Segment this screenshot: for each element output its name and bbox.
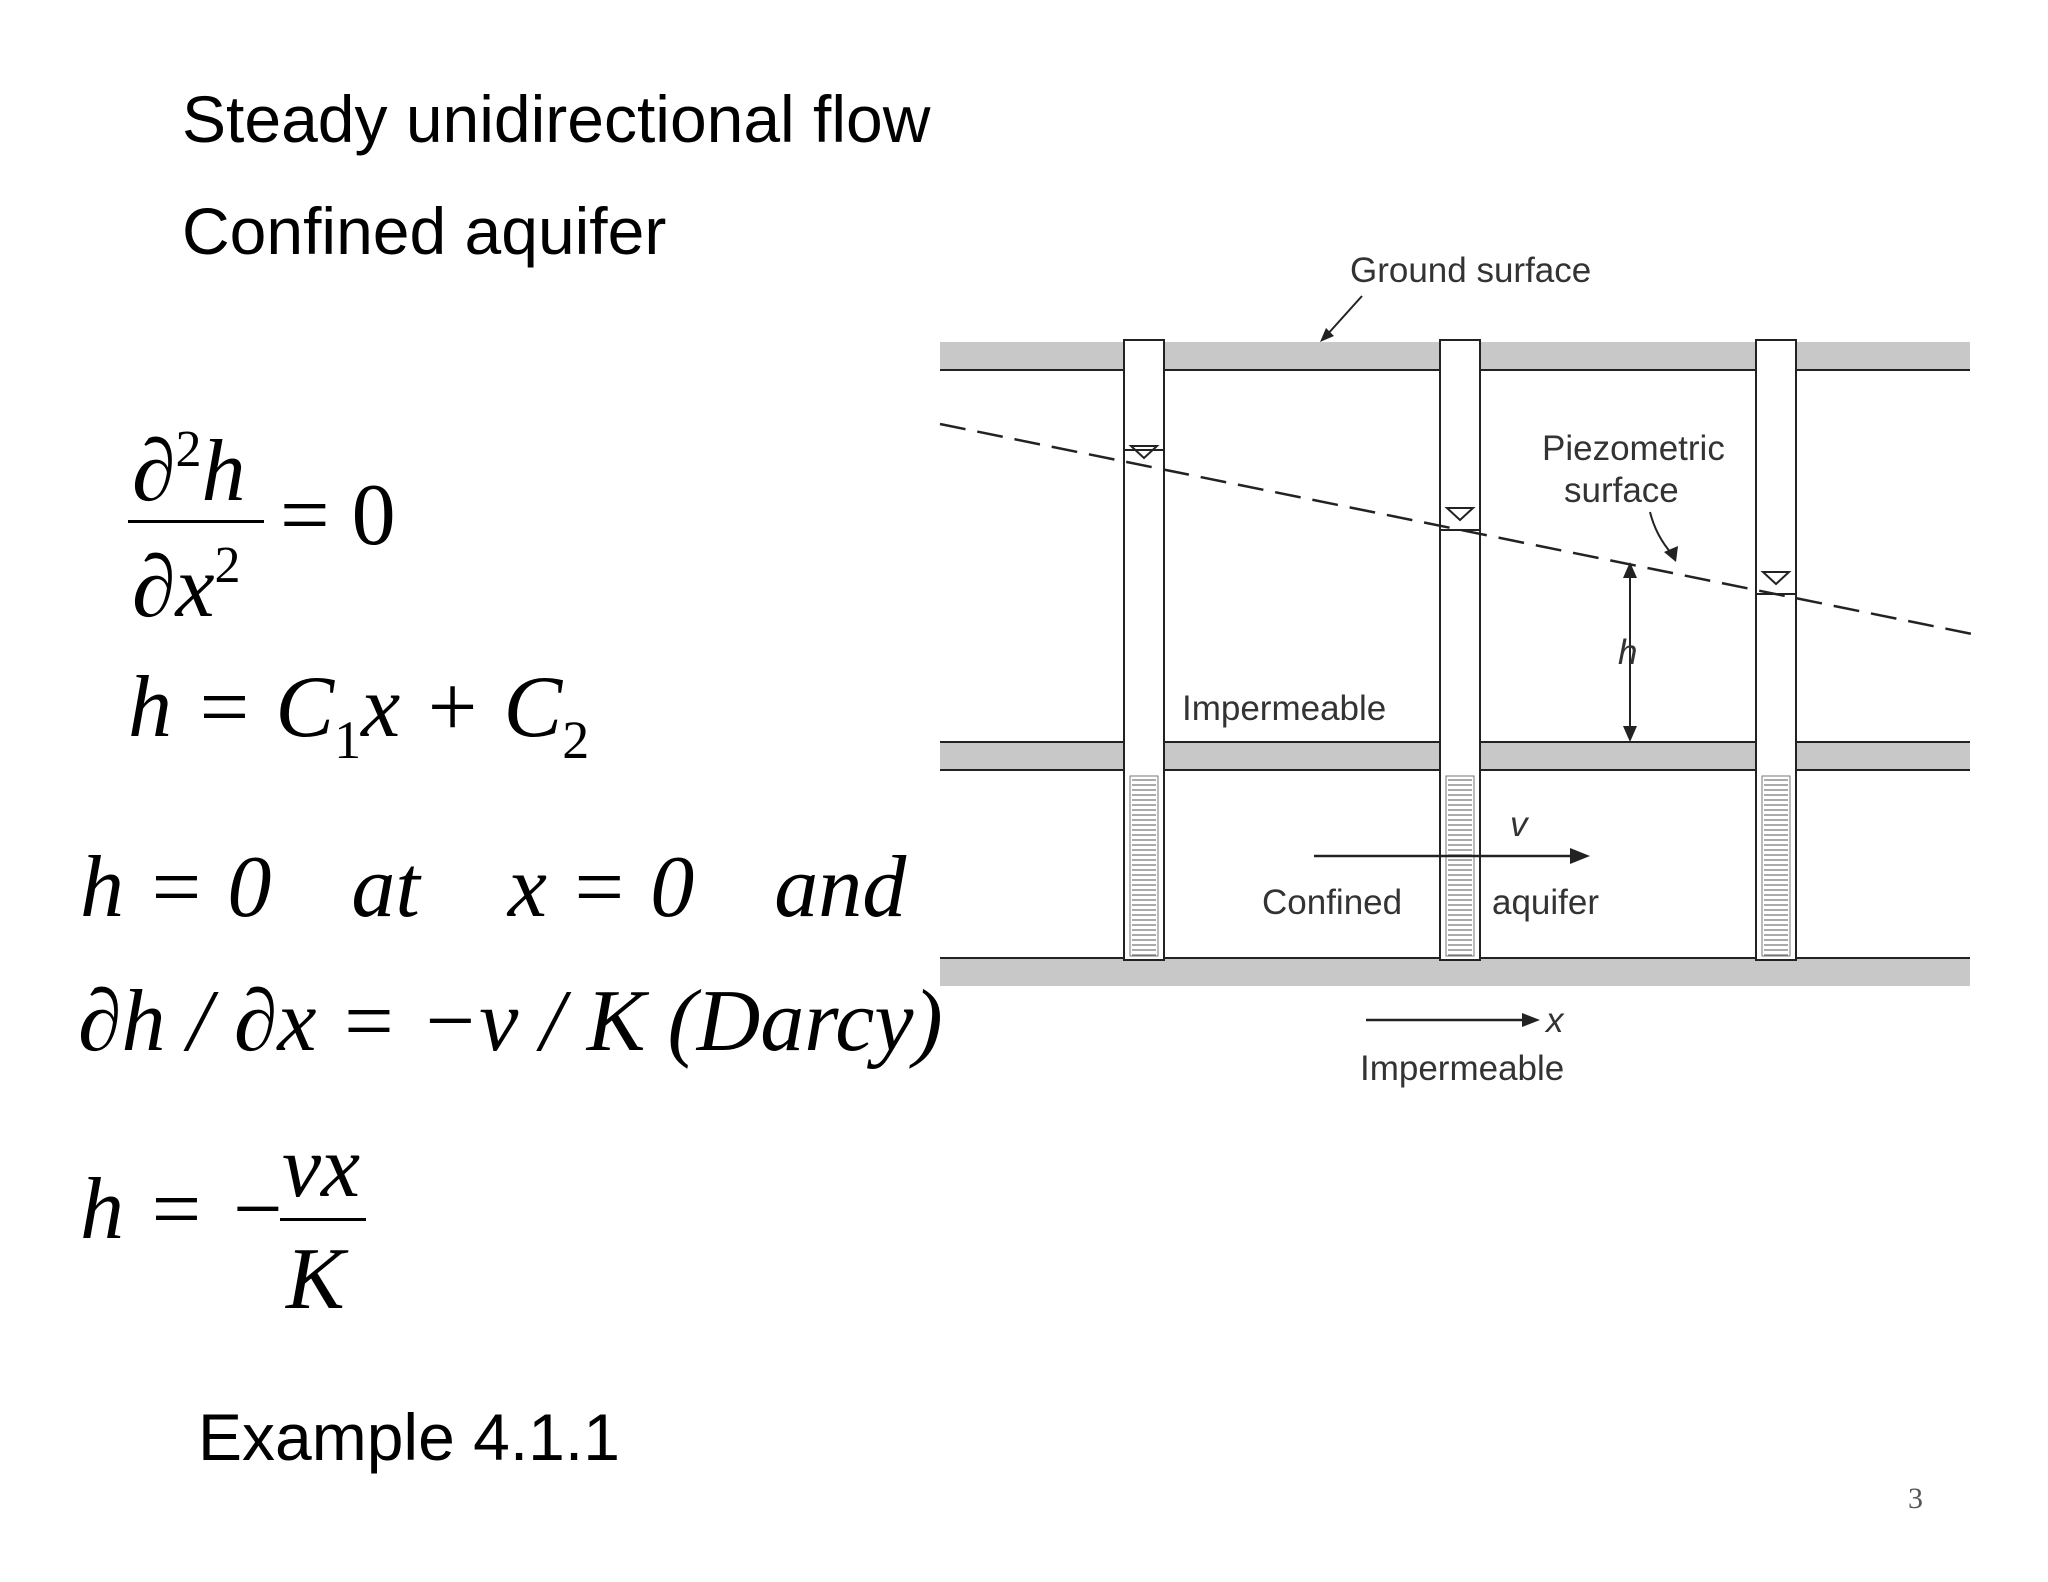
eq2-mid: x + C — [361, 659, 563, 756]
velocity-label: v — [1510, 805, 1530, 844]
arrowhead-icon — [1664, 546, 1678, 562]
example-reference: Example 4.1.1 — [198, 1400, 620, 1474]
eq5-fraction-bar — [280, 1218, 366, 1221]
water-level-marker-icon — [1128, 445, 1160, 460]
piezometric-arrow — [1649, 511, 1673, 555]
arrowhead-up-icon — [1623, 562, 1637, 578]
eq3-part2: x = 0 — [507, 839, 695, 936]
piezometric-label-line2: surface — [1564, 471, 1679, 510]
eq5-denominator: K — [286, 1231, 345, 1328]
eq3-at: at — [351, 839, 420, 936]
eq2-sub1: 1 — [334, 710, 362, 770]
impermeable-top-label: Impermeable — [1182, 689, 1386, 728]
aquifer-label: aquifer — [1492, 883, 1599, 922]
well-2 — [1439, 339, 1481, 961]
piezometric-surface-line — [939, 422, 1973, 636]
well-3 — [1755, 339, 1797, 961]
ground-surface-label: Ground surface — [1350, 251, 1591, 290]
arrowhead-right-icon — [1570, 848, 1590, 864]
eq1-numerator: ∂2h — [132, 421, 246, 520]
impermeable-layer-bottom — [940, 957, 1970, 986]
ground-surface-arrow — [1325, 295, 1363, 337]
equation-darcy: ∂h / ∂x = −v / K (Darcy) — [78, 973, 943, 1070]
slide-title-line1: Steady unidirectional flow — [182, 82, 931, 156]
eq1-rhs: = 0 — [280, 467, 396, 564]
arrowhead-icon — [1320, 328, 1334, 342]
page-number: 3 — [1908, 1482, 1923, 1515]
water-level-marker-icon — [1444, 507, 1476, 522]
eq3-and: and — [774, 839, 907, 936]
well-1 — [1123, 339, 1165, 961]
eq1-denominator: ∂x2 — [132, 537, 241, 636]
slide-title-line2: Confined aquifer — [182, 194, 667, 268]
eq5-lhs: h = − — [80, 1161, 287, 1258]
head-label: h — [1618, 633, 1637, 672]
arrowhead-down-icon — [1623, 726, 1637, 742]
equation-general-solution: h = C1x + C2 — [128, 664, 590, 770]
x-axis-label: x — [1544, 1001, 1565, 1040]
piezometric-label-line1: Piezometric — [1542, 429, 1725, 468]
eq3-part1: h = 0 — [80, 839, 272, 936]
eq2-lhs: h = C — [128, 659, 335, 756]
eq2-sub2: 2 — [562, 710, 590, 770]
water-level-marker-icon — [1760, 571, 1792, 586]
eq5-numerator: vx — [282, 1119, 361, 1216]
eq1-fraction-bar — [128, 520, 264, 523]
confined-label: Confined — [1262, 883, 1402, 922]
confined-aquifer-diagram: Ground surface Piezometric surface h Imp… — [939, 251, 1973, 1088]
arrowhead-right-icon — [1522, 1013, 1540, 1027]
impermeable-bottom-label: Impermeable — [1360, 1049, 1564, 1088]
